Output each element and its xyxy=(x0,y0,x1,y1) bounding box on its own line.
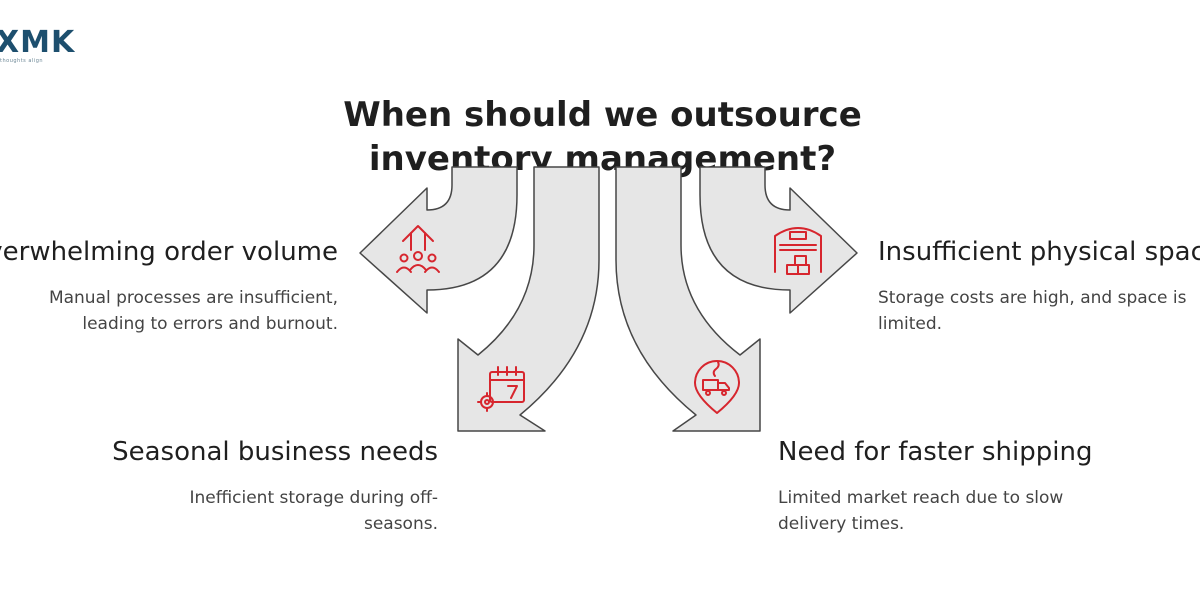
logo-tagline: thoughts align xyxy=(0,58,44,64)
logo: XMK thoughts align xyxy=(0,25,76,70)
item-heading-space: Insufficient physical space xyxy=(878,237,1200,267)
item-desc-shipping: Limited market reach due to slow deliver… xyxy=(778,488,1064,534)
warehouse-boxes-icon xyxy=(774,227,822,275)
logo-text: XMK xyxy=(0,25,76,60)
diagram-title: When should we outsource inventory manag… xyxy=(343,94,862,179)
item-heading-shipping: Need for faster shipping xyxy=(778,437,1093,467)
item-desc-order-volume: Manual processes are insufficient, leadi… xyxy=(48,288,338,334)
arrow-right xyxy=(699,166,858,314)
arrow-down-left xyxy=(457,166,600,432)
item-desc-space: Storage costs are high, and space is lim… xyxy=(878,288,1187,334)
arrow-down-right xyxy=(615,166,761,432)
calendar-gear-icon xyxy=(477,366,525,412)
delivery-location-icon xyxy=(694,360,740,414)
crowd-growth-icon xyxy=(396,225,440,273)
item-desc-seasonal: Inefficient storage during off-seasons. xyxy=(189,488,438,534)
item-heading-order-volume: Overwhelming order volume xyxy=(0,237,338,267)
item-heading-seasonal: Seasonal business needs xyxy=(112,437,438,467)
arrow-left xyxy=(359,166,518,314)
